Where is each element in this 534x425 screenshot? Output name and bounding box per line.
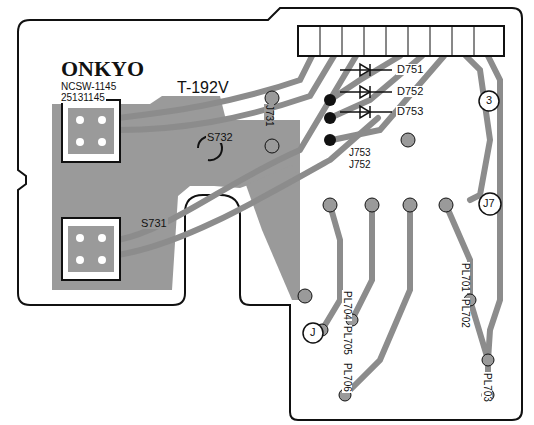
plug-label: PL703 bbox=[482, 372, 492, 403]
switch-label: S732 bbox=[206, 132, 234, 143]
callout-number: 3 bbox=[485, 95, 493, 106]
jumper-label: J731 bbox=[264, 104, 274, 128]
plug-label: PL705 bbox=[342, 325, 352, 356]
jumper-label: J7 bbox=[482, 198, 496, 209]
diode-label: D752 bbox=[396, 86, 424, 97]
plug-label: PL701 bbox=[460, 262, 470, 293]
jumper-label: J bbox=[309, 327, 317, 338]
part-number: 25131145 bbox=[60, 93, 106, 103]
jumper-label: J752 bbox=[348, 160, 372, 170]
brand-name: ONKYO bbox=[60, 58, 145, 80]
plug-label: PL702 bbox=[460, 298, 470, 329]
plug-label: PL704 bbox=[342, 290, 352, 321]
plug-label: PL706 bbox=[342, 362, 352, 393]
switch-label: S731 bbox=[140, 218, 168, 229]
voltage-marking: T-192V bbox=[176, 80, 230, 96]
board-number: NCSW-1145 bbox=[60, 82, 117, 92]
diode-label: D751 bbox=[396, 64, 424, 75]
diode-label: D753 bbox=[396, 106, 424, 117]
jumper-label: J753 bbox=[348, 148, 372, 158]
